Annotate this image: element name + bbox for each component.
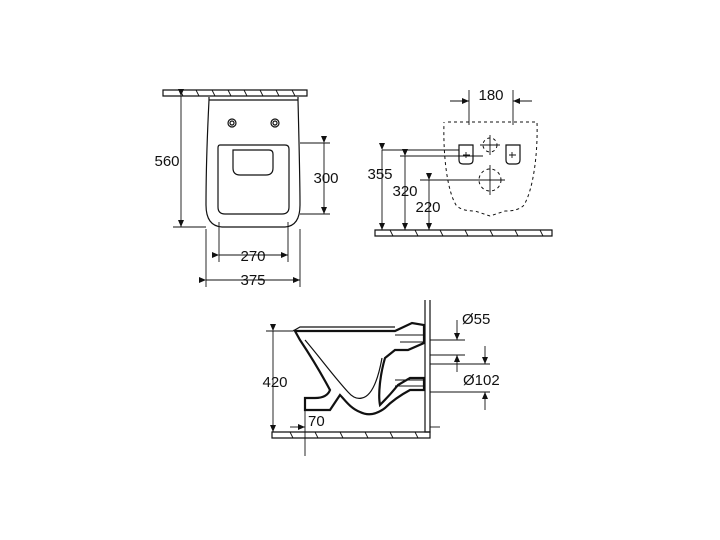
dim-label-220: 220 [415,199,440,216]
floor-plate-rear [374,229,553,237]
dim-label-320: 320 [392,183,417,200]
wall-side [424,300,431,433]
dim-label-outlet-diameter: Ø102 [463,372,500,389]
fixing-pad-right [505,144,521,165]
dim-label-560: 560 [154,153,179,170]
toilet-side-profile [293,321,426,416]
hinge-screw-right [270,118,280,128]
fixing-pad-left [458,144,474,165]
front-seat-lid [217,144,290,215]
front-view: 560 300 270 375 [154,89,339,289]
dim-label-300: 300 [313,170,338,187]
dim-label-270: 270 [240,248,265,265]
dim-label-180: 180 [478,87,503,104]
floor-side [271,431,431,439]
side-view: 420 70 Ø55 Ø102 [262,300,500,456]
wall-plate-front [162,89,308,97]
rear-body-outline [443,121,538,217]
dim-label-inlet-diameter: Ø55 [462,311,490,328]
dim-label-375: 375 [240,272,265,289]
rear-view: 180 355 320 220 [367,87,553,237]
dim-label-355: 355 [367,166,392,183]
dim-label-70: 70 [308,413,325,430]
front-body-outline [205,97,301,228]
hinge-screw-left [227,118,237,128]
dim-label-420: 420 [262,374,287,391]
